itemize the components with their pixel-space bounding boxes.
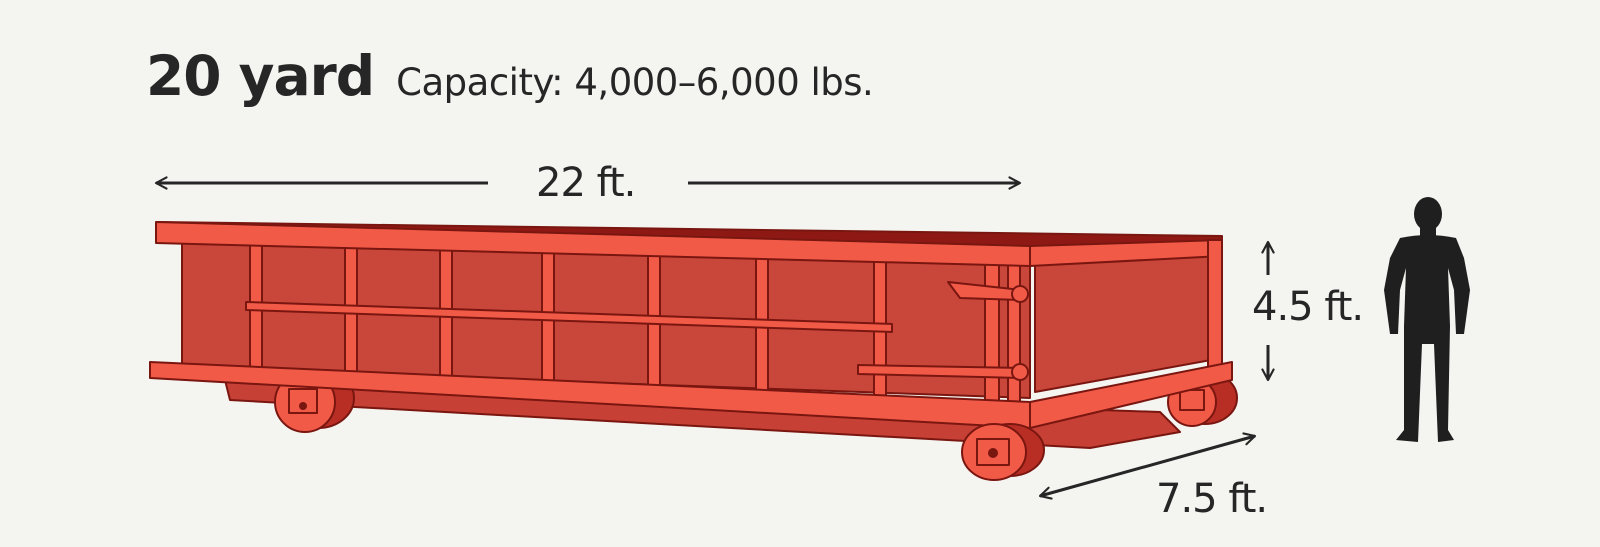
width-label: 7.5 ft. [1156, 476, 1268, 522]
width-arrow-icon [1038, 432, 1257, 500]
wheel [961, 423, 1045, 481]
person-silhouette [1384, 197, 1470, 442]
height-label: 4.5 ft. [1252, 284, 1364, 330]
title-capacity: Capacity: 4,000–6,000 lbs. [396, 61, 874, 104]
dumpster-illustration [149, 221, 1238, 481]
title: 20 yard Capacity: 4,000–6,000 lbs. [146, 44, 874, 108]
title-size: 20 yard [146, 44, 375, 108]
length-label: 22 ft. [536, 160, 636, 206]
